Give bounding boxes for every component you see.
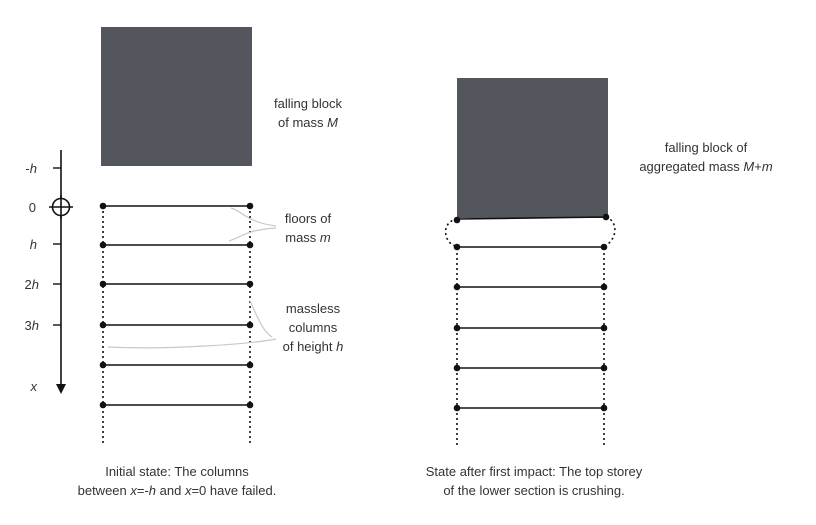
tick-label-h: h — [30, 237, 37, 252]
left-structure — [99, 27, 277, 445]
aggregated-block-label-line2: aggregated mass M+m — [639, 159, 773, 174]
floors-label: floors of — [285, 211, 332, 226]
tick-label-3h: 3h — [25, 318, 39, 333]
crushing-column-left — [444, 218, 458, 247]
left-caption-line1: Initial state: The columns — [105, 464, 249, 479]
floor — [99, 202, 254, 210]
floor — [99, 401, 254, 409]
x-axis: -h 0 h 2h 3h x — [25, 150, 73, 394]
left-caption-line2: between x=-h and x=0 have failed. — [78, 483, 277, 498]
floor — [99, 321, 254, 329]
aggregated-block-label: falling block of — [665, 140, 748, 155]
floor — [453, 283, 608, 291]
columns-label-line3: of height h — [283, 339, 344, 354]
axis-arrow-icon — [56, 384, 66, 394]
columns-label-line2: columns — [289, 320, 338, 335]
floor — [453, 404, 608, 412]
block-bottom-floor — [453, 213, 610, 224]
falling-block-label-line2: of mass M — [278, 115, 338, 130]
floor — [453, 243, 608, 251]
aggregated-falling-block — [457, 78, 608, 218]
columns-label: massless — [286, 301, 341, 316]
floor — [453, 364, 608, 372]
axis-end-label: x — [30, 379, 38, 394]
right-structure — [444, 78, 616, 446]
tick-label-zero: 0 — [29, 200, 36, 215]
right-caption-line1: State after first impact: The top storey — [426, 464, 643, 479]
columns-leader-line — [249, 300, 273, 338]
floors-leader-line — [230, 207, 277, 227]
tick-label-minus-h: -h — [25, 161, 37, 176]
falling-block-label: falling block — [274, 96, 342, 111]
floor — [99, 280, 254, 288]
floors-label-line2: mass m — [285, 230, 331, 245]
right-labels: falling block of aggregated mass M+m Sta… — [426, 140, 773, 498]
crushing-column-right — [603, 216, 616, 247]
crosshair-circle-icon — [49, 195, 73, 219]
falling-block — [101, 27, 252, 166]
floor — [453, 324, 608, 332]
tick-label-2h: 2h — [25, 277, 39, 292]
right-caption-line2: of the lower section is crushing. — [443, 483, 624, 498]
floors-leader-line — [228, 227, 277, 242]
floor — [99, 361, 254, 369]
columns-leader-line — [107, 338, 277, 349]
left-labels: falling block of mass M floors of mass m… — [78, 96, 344, 498]
floor — [99, 241, 254, 249]
